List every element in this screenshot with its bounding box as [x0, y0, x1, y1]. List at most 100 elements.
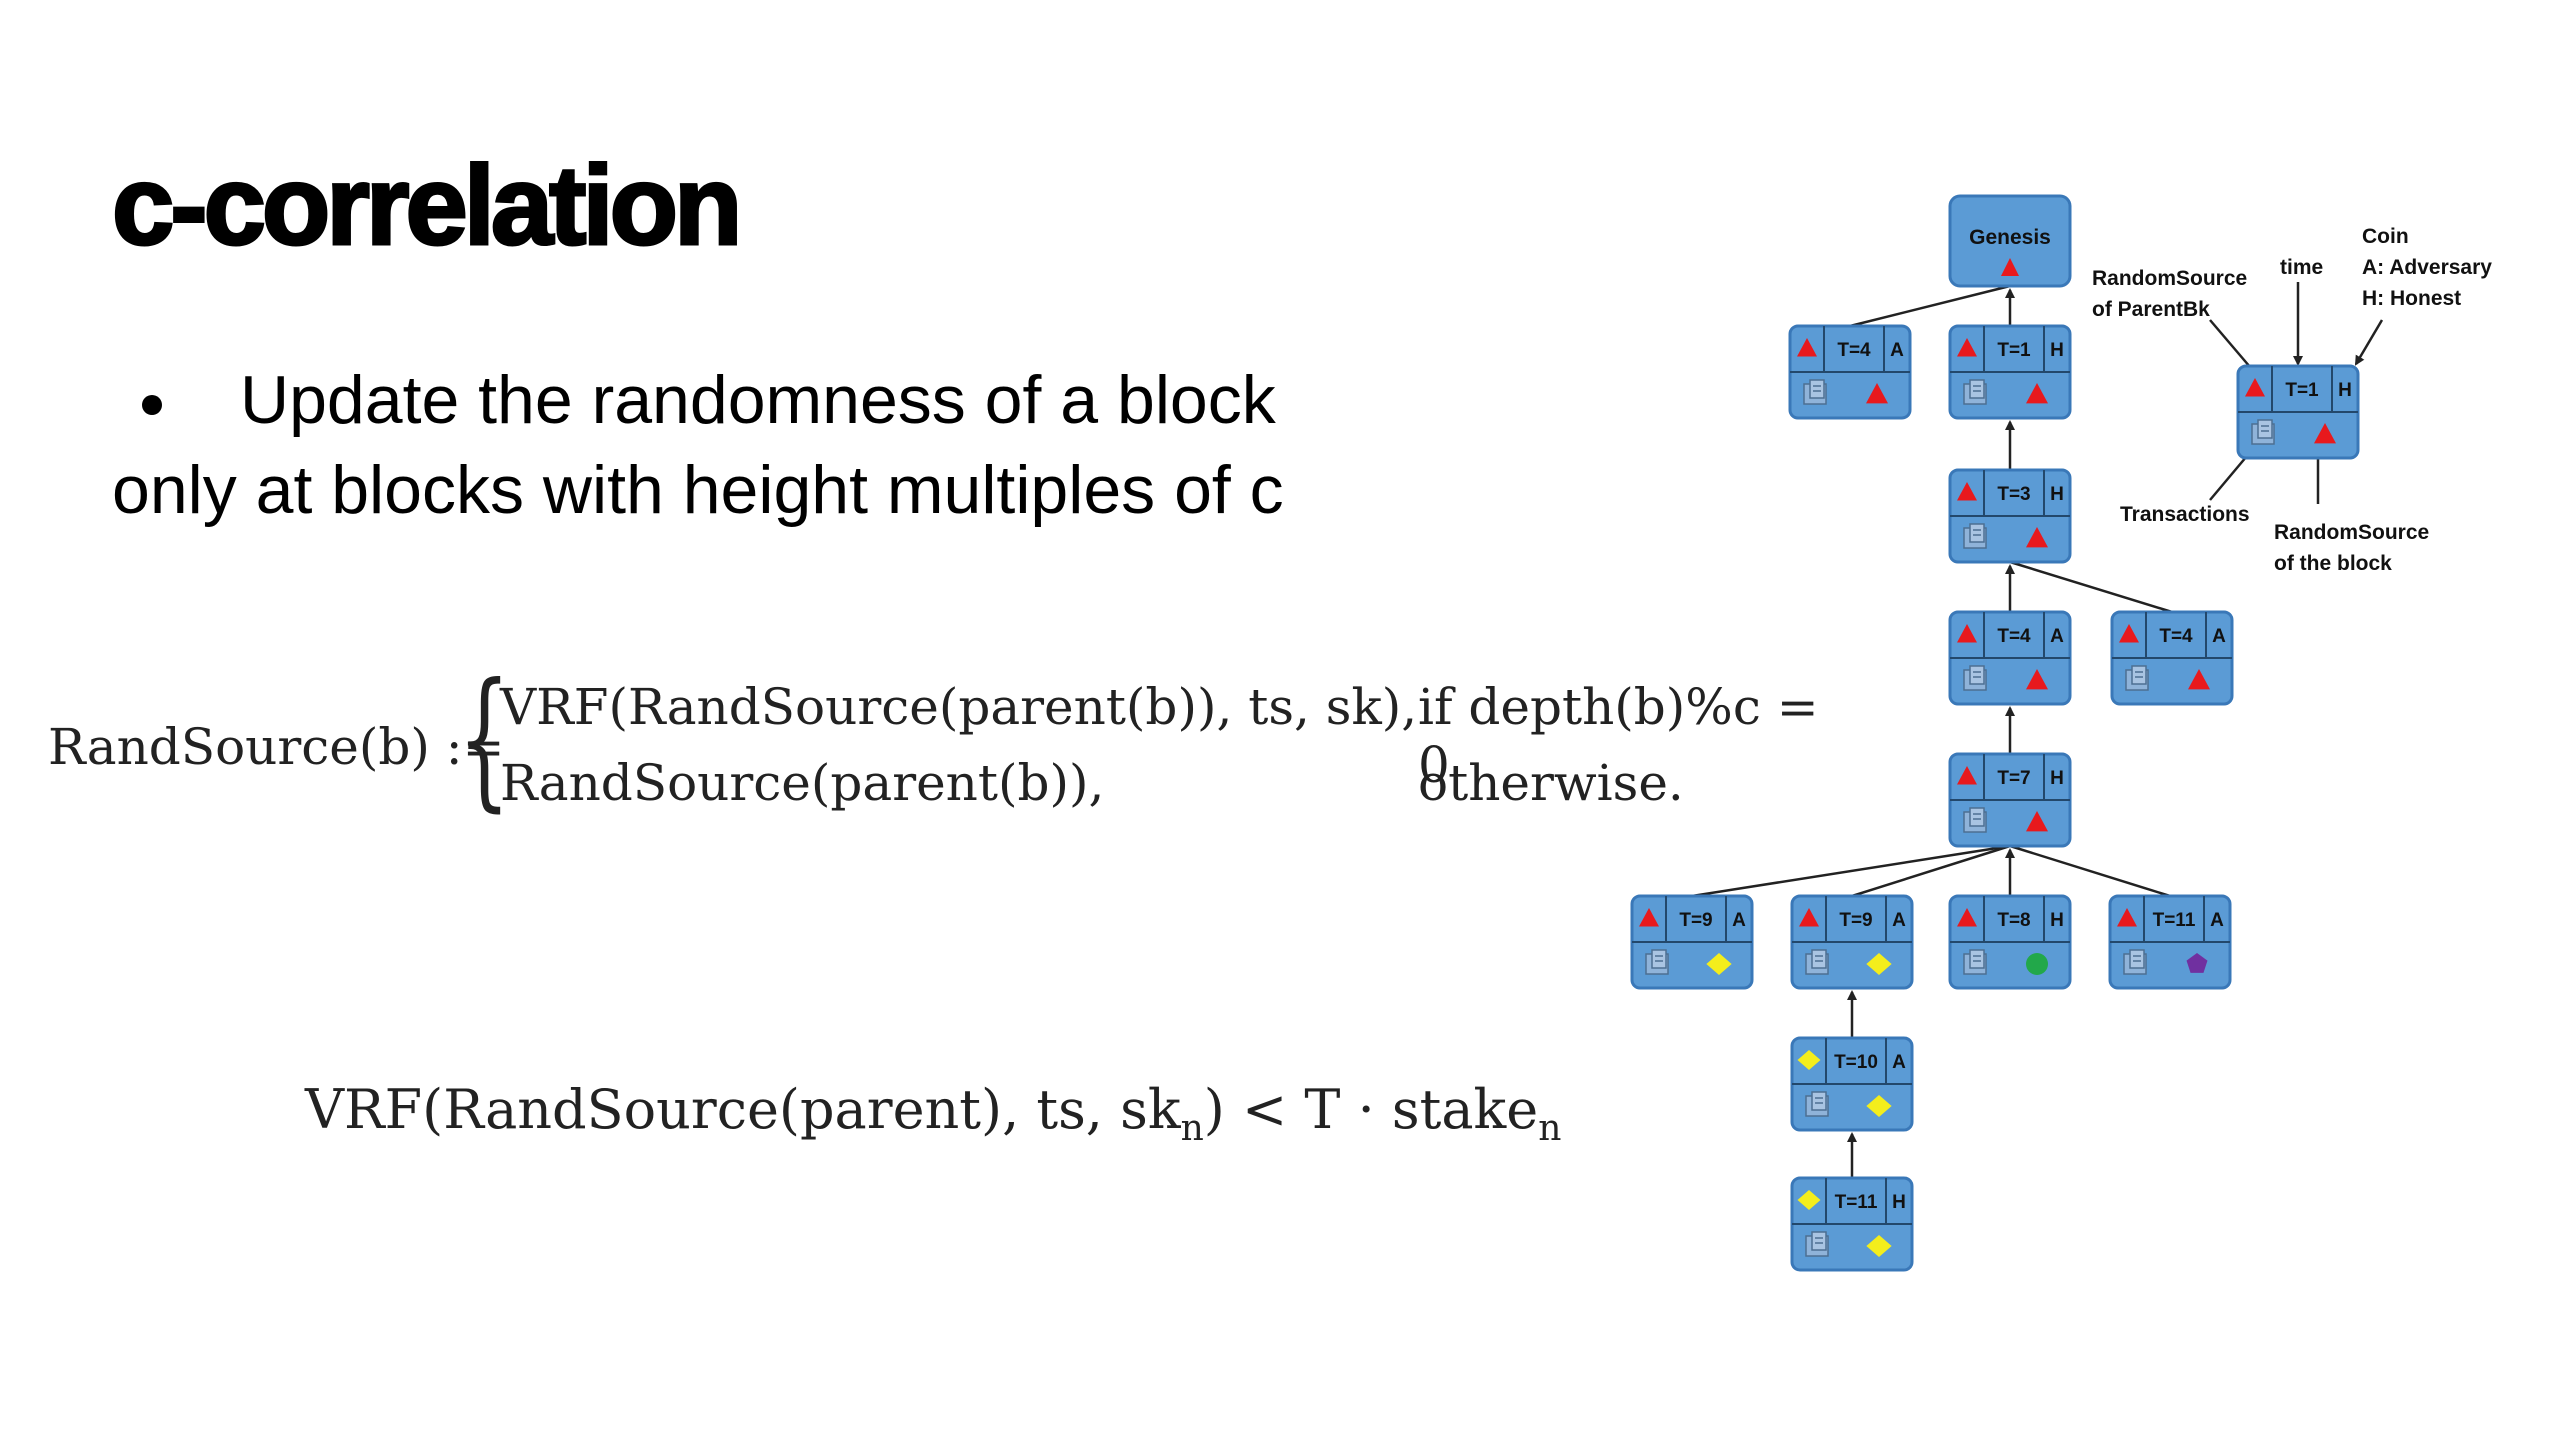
- red-triangle-icon: [1639, 908, 1659, 927]
- block-time-label: T=8: [1997, 910, 2030, 931]
- red-triangle-icon: [2026, 383, 2048, 404]
- tree-edge: [1849, 284, 2011, 328]
- block-coin-label: H: [2050, 340, 2064, 361]
- genesis-block: Genesis: [1948, 194, 2072, 288]
- transactions-icon: [2123, 949, 2147, 975]
- case-brace: {: [458, 652, 511, 826]
- block-coin-label: H: [2050, 910, 2064, 931]
- legend-labels: RandomSource of ParentBk time Coin A: Ad…: [2092, 225, 2492, 575]
- green-circle-icon: [2026, 953, 2048, 975]
- red-triangle-icon: [1957, 908, 1977, 927]
- legend-coin-line1: Coin: [2362, 225, 2409, 248]
- block-coin-label: H: [2050, 768, 2064, 789]
- slide-title: c-correlation: [110, 143, 743, 268]
- formula-condition-2: otherwise.: [1418, 754, 1684, 812]
- block-time-label: T=1: [1997, 340, 2031, 361]
- block-time-label: T=3: [1997, 484, 2030, 505]
- genesis-label: Genesis: [1969, 226, 2051, 249]
- red-triangle-icon: [2001, 258, 2019, 276]
- red-triangle-icon: [1797, 338, 1817, 357]
- bullet-point: Update the randomness of a block only at…: [112, 355, 1462, 535]
- formula2-main: VRF(RandSource(parent), ts, sk: [305, 1078, 1181, 1141]
- yellow-diamond-icon: [1866, 953, 1892, 975]
- block-time-label: T=7: [1997, 768, 2030, 789]
- block-coin-label: A: [2050, 626, 2064, 647]
- legend-coin-line3: H: Honest: [2362, 287, 2461, 310]
- legend-randomsource-parent-line1: RandomSource: [2092, 267, 2247, 290]
- red-triangle-icon: [2188, 669, 2210, 690]
- block-coin-label: A: [1892, 910, 1906, 931]
- red-triangle-icon: [2119, 624, 2139, 643]
- formula-lhs: RandSource(b) :=: [48, 718, 505, 776]
- formula-condition-1: if depth(b)%c = 0: [1418, 678, 1819, 794]
- yellow-diamond-icon: [1866, 1095, 1892, 1117]
- transactions-icon: [1963, 949, 1987, 975]
- transactions-icon: [1805, 1231, 1829, 1257]
- block-b-t8h: T=8 H: [1948, 894, 2072, 990]
- yellow-diamond-icon: [1797, 1050, 1821, 1070]
- block-b-t1h: T=1 H: [1948, 324, 2072, 420]
- block-coin-label: A: [1892, 1052, 1906, 1073]
- block-coin-label: A: [2210, 910, 2224, 931]
- red-triangle-icon: [2026, 527, 2048, 548]
- block-coin-label: H: [2050, 484, 2064, 505]
- purple-pentagon-icon: [2186, 953, 2208, 973]
- block-time-label: T=9: [1839, 910, 1872, 931]
- tree-edge: [1691, 844, 2011, 898]
- yellow-diamond-icon: [1797, 1190, 1821, 1210]
- transactions-icon: [2125, 665, 2149, 691]
- block-coin-label: A: [1732, 910, 1746, 931]
- legend-randomsource-block-line1: RandomSource: [2274, 521, 2429, 544]
- block-b-t3h: T=3 H: [1948, 468, 2072, 564]
- block-time-label: T=11: [1835, 1192, 1878, 1213]
- formula2-sub-n1: n: [1180, 1107, 1204, 1149]
- formula2-sub-n2: n: [1538, 1107, 1562, 1149]
- red-triangle-icon: [2117, 908, 2137, 927]
- transactions-icon: [1805, 949, 1829, 975]
- yellow-diamond-icon: [1706, 953, 1732, 975]
- bullet-line-1: Update the randomness of a block: [112, 355, 1462, 445]
- yellow-diamond-icon: [1866, 1235, 1892, 1257]
- block-b-t7h: T=7 H: [1948, 752, 2072, 848]
- block-b-t9a-1: T=9 A: [1630, 894, 1754, 990]
- block-time-label: T=4: [1837, 340, 1871, 361]
- red-triangle-icon: [1866, 383, 1888, 404]
- bullet-line-2: only at blocks with height multiples of …: [112, 452, 1284, 528]
- transactions-icon: [1645, 949, 1669, 975]
- red-triangle-icon: [1957, 624, 1977, 643]
- block-time-label: T=9: [1679, 910, 1712, 931]
- transactions-icon: [1805, 1091, 1829, 1117]
- transactions-icon: [2251, 419, 2275, 445]
- red-triangle-icon: [2026, 669, 2048, 690]
- legend-randomsource-parent-line2: of ParentBk: [2092, 298, 2210, 321]
- legend-transactions: Transactions: [2120, 503, 2250, 526]
- block-b-t9a-2: T=9 A: [1790, 894, 1914, 990]
- red-triangle-icon: [2314, 423, 2336, 444]
- legend-time: time: [2280, 256, 2323, 279]
- tree-edge: [2009, 560, 2173, 614]
- red-triangle-icon: [2245, 378, 2265, 397]
- bullet-dot-icon: [112, 355, 240, 445]
- tree-edges: [1691, 284, 2173, 1178]
- red-triangle-icon: [1957, 338, 1977, 357]
- tree-edge: [2009, 844, 2171, 898]
- block-coin-label: A: [1890, 340, 1904, 361]
- formula-case-2: RandSource(parent(b)),: [500, 754, 1105, 812]
- vrf-threshold-formula: VRF(RandSource(parent), ts, skn) < T · s…: [305, 1078, 1561, 1149]
- red-triangle-icon: [1957, 766, 1977, 785]
- block-coin-label: H: [2338, 380, 2352, 401]
- formula2-mid: ) < T · stake: [1203, 1078, 1539, 1141]
- legend-coin-line2: A: Adversary: [2362, 256, 2492, 279]
- block-coin-label: A: [2212, 626, 2226, 647]
- transactions-icon: [1963, 379, 1987, 405]
- red-triangle-icon: [2026, 811, 2048, 832]
- genesis-block-box: [1948, 194, 2072, 288]
- transactions-icon: [1963, 807, 1987, 833]
